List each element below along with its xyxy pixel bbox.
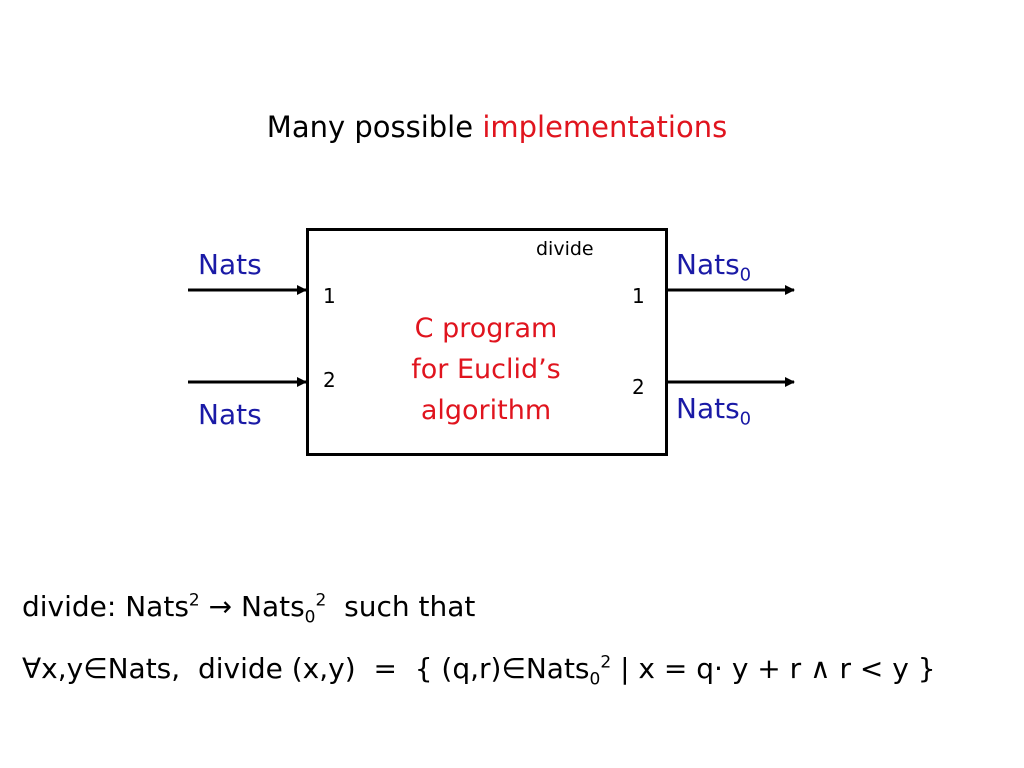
title-highlight: implementations — [482, 110, 728, 144]
output-label-2-sub: 0 — [739, 408, 752, 430]
f1-a-sup: 2 — [188, 590, 200, 611]
f1-arrow: → — [199, 590, 241, 623]
f2-a: ∀x,y∈Nats, divide (x,y) = { (q,r)∈Nats — [22, 652, 590, 685]
output-label-2: Nats0 — [676, 392, 751, 430]
f1-c: such that — [326, 590, 476, 623]
slide-title: Many possible implementations — [0, 110, 994, 144]
output-label-2-text: Nats — [676, 392, 740, 425]
program-line-2: for Euclid’s — [411, 354, 561, 385]
f2-b: | x = q· y + r ∧ r < y } — [611, 652, 936, 685]
title-prefix: Many possible — [266, 110, 483, 144]
program-line-3: algorithm — [420, 395, 552, 426]
program-line-1: C program — [414, 313, 558, 344]
f2-sub: 0 — [589, 669, 601, 690]
input-port-2: 2 — [323, 368, 336, 392]
input-label-1: Nats — [198, 248, 262, 281]
output-label-1-sub: 0 — [739, 264, 752, 286]
f1-a: divide: Nats — [22, 590, 189, 623]
function-name: divide — [536, 238, 594, 260]
input-label-2: Nats — [198, 398, 262, 431]
output-port-1: 1 — [632, 284, 645, 308]
program-box — [306, 228, 668, 456]
f1-b-sup: 2 — [315, 590, 327, 611]
f2-sup: 2 — [600, 652, 612, 673]
input-port-1: 1 — [323, 284, 336, 308]
f1-b-sub: 0 — [304, 607, 316, 628]
output-port-2: 2 — [632, 375, 645, 399]
f1-b: Nats — [241, 590, 305, 623]
output-label-1-text: Nats — [676, 248, 740, 281]
output-label-1: Nats0 — [676, 248, 751, 286]
formula-line-1: divide: Nats2 → Nats02 such that — [22, 590, 475, 628]
formula-line-2: ∀x,y∈Nats, divide (x,y) = { (q,r)∈Nats02… — [22, 652, 936, 690]
program-description: C program for Euclid’s algorithm — [376, 308, 596, 431]
